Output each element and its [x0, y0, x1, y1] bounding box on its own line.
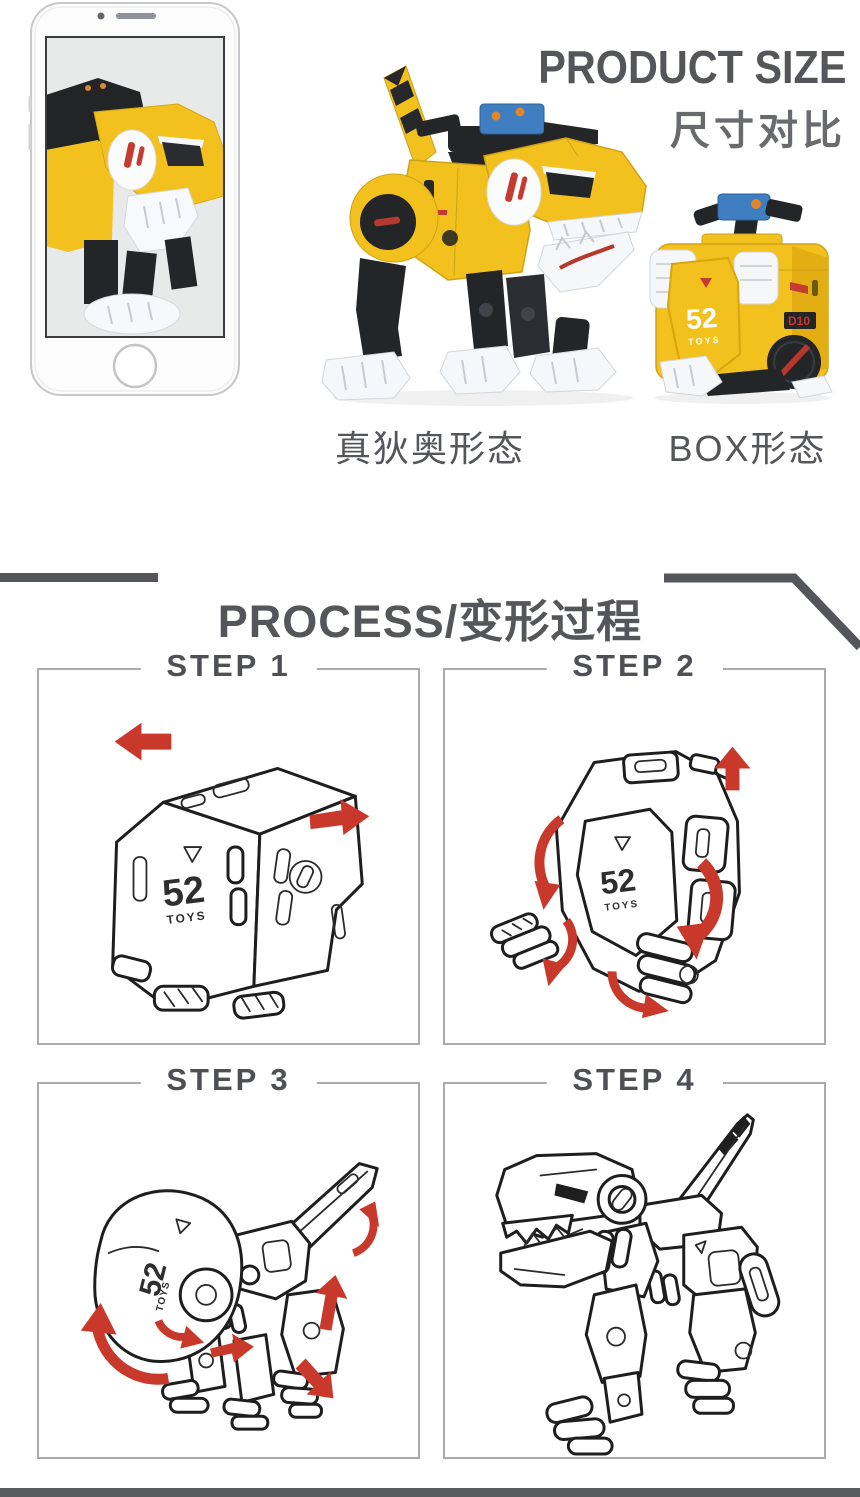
logo-52: 52	[133, 1259, 173, 1299]
left-fist	[489, 912, 560, 970]
product-size-title-en: PRODUCT SIZE	[537, 41, 846, 93]
phone-product-image	[28, 2, 240, 396]
product-size-heading: PRODUCT SIZE 尺寸对比	[504, 44, 846, 156]
logo-52: 52	[160, 869, 207, 916]
curved-arrow-down-icon	[534, 880, 561, 910]
process-rule-left	[0, 573, 158, 582]
process-rule-right	[664, 573, 860, 651]
hind-foot-claws	[676, 1359, 735, 1415]
box-side-code: D10	[788, 314, 810, 328]
phone-speaker	[116, 13, 156, 19]
arrow-up-icon	[315, 1274, 348, 1331]
step-box-2: STEP 2	[443, 648, 826, 1045]
beast-head	[483, 137, 647, 293]
slide-out-arrows	[114, 722, 370, 836]
step-4-illustration-complete-beast	[495, 1113, 781, 1456]
phone-camera-dot	[97, 12, 105, 20]
box-front-shield: 52 TOYS	[666, 256, 742, 378]
step-box-1: STEP 1	[37, 648, 420, 1045]
curved-arrow-down-icon	[542, 958, 567, 987]
rotation-arrows	[80, 1201, 380, 1399]
logo-toys: TOYS	[604, 899, 640, 914]
logo-toys: TOYS	[166, 908, 208, 927]
rotation-arrows	[534, 746, 751, 1019]
step-3-illustration-half-beast: 52 TOYS	[80, 1162, 380, 1431]
process-title: PROCESS/变形过程	[217, 596, 643, 648]
box-side-details: D10	[784, 280, 818, 329]
phone-home-button	[112, 343, 158, 389]
curved-arrow-down-icon	[676, 922, 710, 960]
front-foot-claws	[545, 1395, 614, 1456]
logo-52: 52	[598, 861, 638, 901]
arrow-left-icon	[114, 722, 172, 761]
step-3-label: STEP 3	[140, 1062, 317, 1098]
step-1-illustration-box-form: 52 TOYS	[110, 722, 370, 1020]
opening-box-drawing: 52 TOYS	[489, 750, 741, 1005]
step-box-4: STEP 4	[443, 1062, 826, 1459]
box-form-drawing: 52 TOYS	[110, 766, 364, 1020]
arrow-right-icon	[309, 799, 370, 836]
arrow-down-icon	[295, 1358, 334, 1399]
box-form-product-image: 52 TOYS D10	[649, 193, 833, 404]
product-size-title-zh: 尺寸对比	[670, 109, 846, 153]
logo-52: 52	[685, 302, 718, 335]
curved-arrow-up-icon	[80, 1302, 117, 1335]
arrow-right-icon	[210, 1333, 254, 1363]
beast-legs	[321, 258, 617, 401]
beast-form-product-image	[321, 65, 647, 406]
hind-foot-claws	[272, 1369, 323, 1419]
beast-form-drawing	[495, 1113, 781, 1456]
box-wheel-and-feet	[659, 335, 833, 399]
box-form-label: BOX形态	[668, 428, 827, 469]
step-2-label: STEP 2	[546, 648, 723, 684]
curved-arrow-up-icon	[359, 1201, 380, 1228]
front-foot-claws	[161, 1379, 210, 1414]
footer-bar	[0, 1488, 860, 1497]
box-turret	[693, 193, 803, 250]
curved-arrow-right-icon	[180, 1325, 205, 1349]
curved-arrow-right-icon	[641, 994, 669, 1019]
arrow-up-icon	[714, 746, 751, 791]
bottom-fist	[636, 932, 699, 1005]
logo-toys: TOYS	[688, 335, 721, 347]
phone-screen-photo	[45, 36, 225, 338]
step-1-label: STEP 1	[140, 648, 317, 684]
step-2-illustration-opening-box: 52 TOYS	[489, 746, 751, 1019]
beast-form-label: 真狄奥形态	[334, 428, 525, 469]
step-4-label: STEP 4	[546, 1062, 723, 1098]
beast-tail	[383, 65, 437, 169]
beast-head	[495, 1152, 648, 1289]
step-box-3: STEP 3	[37, 1062, 420, 1459]
